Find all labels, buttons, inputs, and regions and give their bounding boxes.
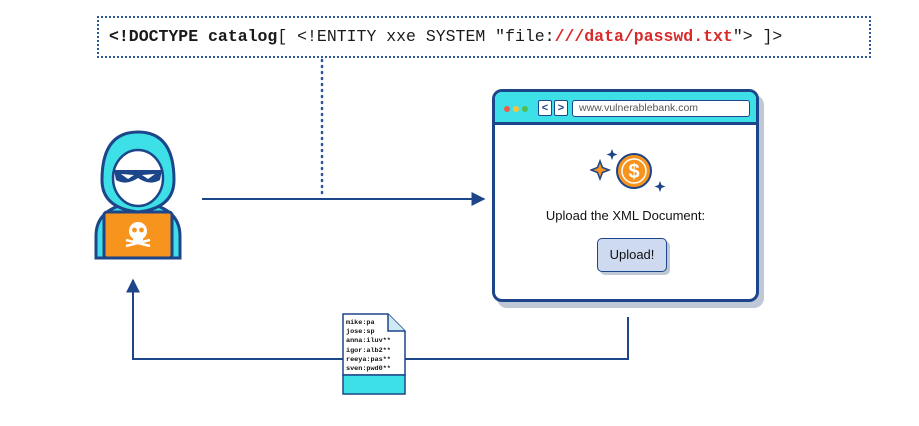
document-icon (342, 313, 406, 395)
payload-file-path: ///data/passwd.txt (554, 27, 733, 46)
window-maximize-dot[interactable] (522, 106, 528, 112)
back-icon[interactable]: < (538, 100, 552, 116)
coin-symbol: $ (628, 161, 639, 183)
xxe-payload-box: <!DOCTYPE catalog[ <!ENTITY xxe SYSTEM "… (97, 16, 871, 58)
leaked-credentials: mike:pa jose:sp anna:iluv** igor:alb2** … (346, 319, 391, 374)
xxe-payload-text: <!DOCTYPE catalog[ <!ENTITY xxe SYSTEM "… (109, 27, 782, 46)
credential-line: igor:alb2** (346, 346, 391, 355)
window-minimize-dot[interactable] (513, 106, 519, 112)
upload-label: Upload the XML Document: (545, 208, 706, 223)
browser-window: < > www.vulnerablebank.com $ Upload the … (492, 89, 759, 302)
dollar-coin-icon: $ (590, 149, 666, 192)
window-close-dot[interactable] (504, 106, 510, 112)
credential-line: mike:pa (346, 319, 375, 327)
leaked-file-icon: mike:pa jose:sp anna:iluv** igor:alb2** … (342, 313, 406, 395)
address-bar[interactable]: www.vulnerablebank.com (572, 100, 750, 117)
credential-line: jose:sp (346, 328, 375, 337)
credential-line: sven:pwd0** (346, 365, 391, 374)
payload-doctype: <!DOCTYPE catalog (109, 27, 278, 46)
browser-toolbar: < > www.vulnerablebank.com (495, 92, 756, 125)
payload-entity: [ <!ENTITY xxe SYSTEM "file: (277, 27, 555, 46)
hacker-icon (94, 130, 182, 260)
forward-icon[interactable]: > (554, 100, 568, 116)
credential-line: reeya:pas** (346, 355, 391, 364)
payload-suffix: "> ]> (732, 27, 783, 46)
credential-line: anna:iluv** (346, 337, 391, 346)
upload-button[interactable]: Upload! (597, 238, 667, 272)
